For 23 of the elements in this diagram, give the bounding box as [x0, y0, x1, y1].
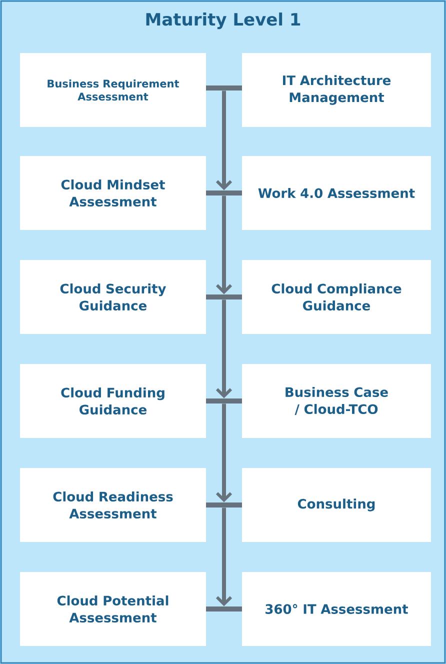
- step-box: Business Case / Cloud-TCO: [242, 364, 431, 438]
- arrow: [216, 508, 232, 606]
- step-box: Cloud Funding Guidance: [20, 364, 206, 438]
- junction-bar: [206, 606, 242, 612]
- step-box: Consulting: [242, 468, 431, 542]
- junction-bar: [206, 294, 242, 300]
- step-box: Cloud Security Guidance: [20, 260, 206, 334]
- arrow: [216, 90, 232, 190]
- step-box: Cloud Mindset Assessment: [20, 156, 206, 230]
- step-box: IT Architecture Management: [242, 53, 431, 127]
- junction-bar: [206, 398, 242, 404]
- junction-bar: [206, 502, 242, 508]
- step-box: Cloud Potential Assessment: [20, 572, 206, 646]
- arrow: [216, 196, 232, 294]
- step-box: Cloud Readiness Assessment: [20, 468, 206, 542]
- step-box: Business Requirement Assessment: [20, 53, 206, 127]
- junction-bar: [206, 86, 242, 90]
- step-box: 360° IT Assessment: [242, 572, 431, 646]
- step-box: Cloud Compliance Guidance: [242, 260, 431, 334]
- junction-bar: [206, 190, 242, 196]
- step-box: Work 4.0 Assessment: [242, 156, 431, 230]
- arrow: [216, 300, 232, 398]
- arrow: [216, 404, 232, 502]
